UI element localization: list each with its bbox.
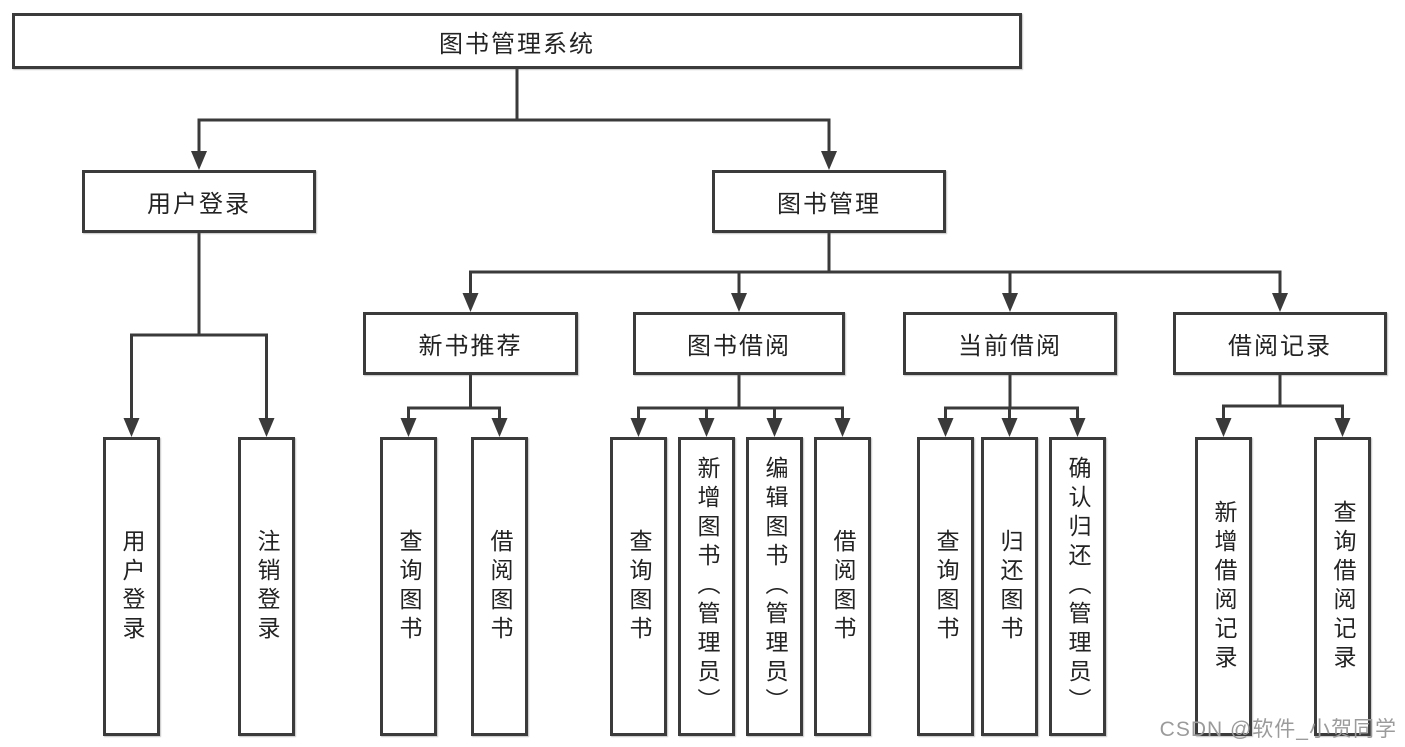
node-system-title: 图书管理系统	[12, 13, 1022, 69]
node-book-borrow: 图书借阅	[633, 312, 845, 375]
csdn-watermark: CSDN @软件_小贺同学	[1159, 718, 1397, 741]
node-book-management: 图书管理	[712, 170, 946, 233]
leaf-query-borrow-record: 查询借阅记录	[1314, 437, 1371, 736]
leaf-add-borrow-record: 新增借阅记录	[1195, 437, 1252, 736]
leaf-logout: 注销登录	[238, 437, 295, 736]
leaf-query-books-recommend: 查询图书	[380, 437, 437, 736]
connector-root-to-level2	[197, 69, 831, 153]
leaf-confirm-return-admin: 确认归还（管理员）	[1049, 437, 1106, 736]
node-new-book-recommend: 新书推荐	[363, 312, 578, 375]
leaf-add-books-admin: 新增图书（管理员）	[678, 437, 735, 736]
leaf-query-books-borrow: 查询图书	[610, 437, 667, 736]
node-current-borrow: 当前借阅	[903, 312, 1117, 375]
node-borrow-records: 借阅记录	[1173, 312, 1387, 375]
connector-current-to-leaves	[944, 375, 1079, 421]
node-user-login: 用户登录	[82, 170, 316, 233]
connector-borrow-to-leaves	[637, 375, 844, 421]
connector-login-to-leaves	[130, 233, 268, 421]
connector-records-to-leaves	[1222, 375, 1344, 421]
leaf-query-books-current: 查询图书	[917, 437, 974, 736]
arrowheads	[123, 151, 1351, 437]
leaf-edit-books-admin: 编辑图书（管理员）	[746, 437, 803, 736]
leaf-user-login: 用户登录	[103, 437, 160, 736]
connector-mgmt-to-level3	[469, 233, 1282, 295]
leaf-return-books: 归还图书	[981, 437, 1038, 736]
leaf-borrow-books: 借阅图书	[814, 437, 871, 736]
connector-recommend-to-leaves	[407, 375, 501, 421]
leaf-borrow-books-recommend: 借阅图书	[471, 437, 528, 736]
